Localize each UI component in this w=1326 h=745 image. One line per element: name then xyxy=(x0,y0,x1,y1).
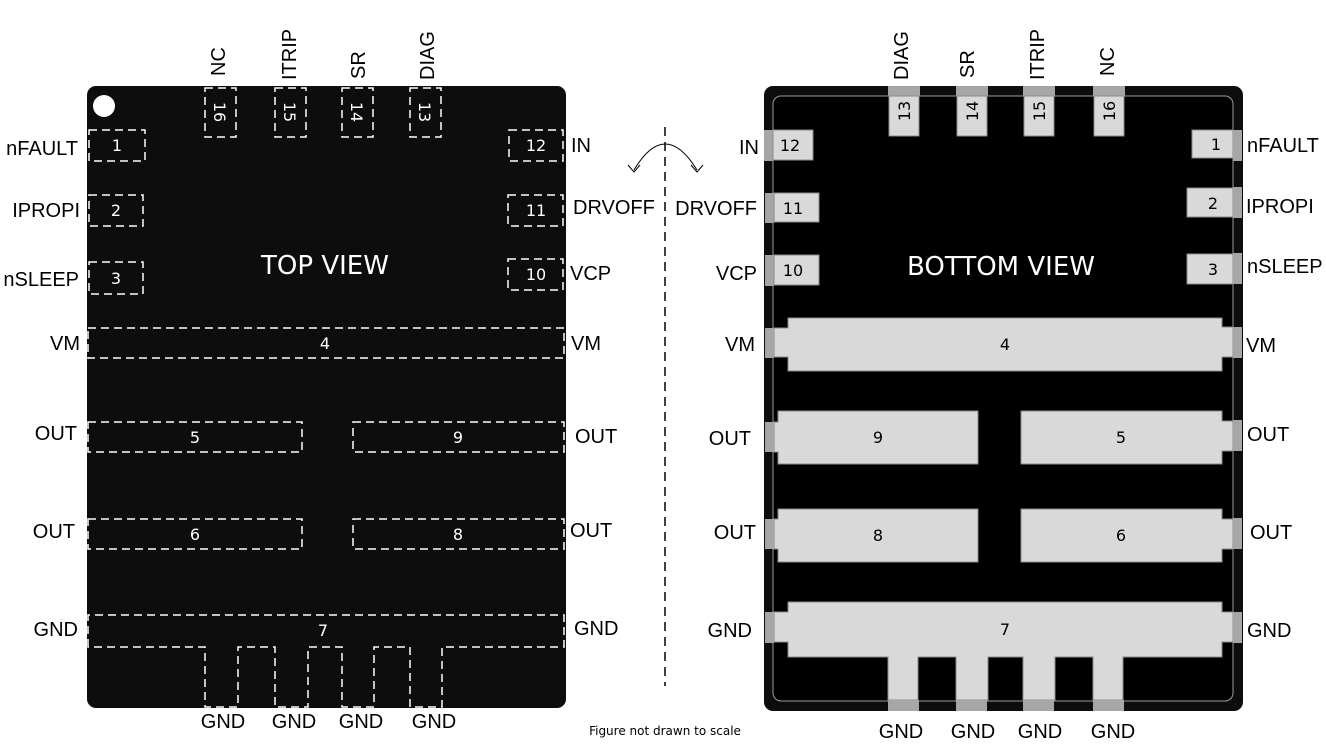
svg-text:VCP: VCP xyxy=(716,263,757,285)
svg-text:15: 15 xyxy=(280,102,299,122)
svg-text:4: 4 xyxy=(320,334,330,353)
svg-text:9: 9 xyxy=(873,428,883,447)
svg-text:DRVOFF: DRVOFF xyxy=(675,198,757,220)
svg-text:4: 4 xyxy=(1000,335,1010,354)
svg-text:nFAULT: nFAULT xyxy=(1247,135,1319,157)
svg-text:DIAG: DIAG xyxy=(891,31,913,80)
svg-text:8: 8 xyxy=(453,525,463,544)
svg-text:13: 13 xyxy=(415,102,434,122)
svg-text:GND: GND xyxy=(34,619,78,641)
svg-text:7: 7 xyxy=(318,621,328,640)
flip-axis xyxy=(627,127,704,686)
svg-text:3: 3 xyxy=(111,269,121,288)
svg-text:15: 15 xyxy=(1030,101,1049,121)
svg-text:2: 2 xyxy=(1208,194,1218,213)
svg-text:OUT: OUT xyxy=(709,428,751,450)
svg-text:GND: GND xyxy=(1091,721,1135,743)
svg-text:GND: GND xyxy=(574,618,618,640)
svg-text:5: 5 xyxy=(190,428,200,447)
svg-text:5: 5 xyxy=(1116,428,1126,447)
flip-arrow-icon xyxy=(633,143,698,171)
svg-text:GND: GND xyxy=(879,721,923,743)
svg-text:DIAG: DIAG xyxy=(417,31,439,80)
svg-text:VM: VM xyxy=(571,333,601,355)
svg-text:12: 12 xyxy=(780,136,800,155)
svg-text:OUT: OUT xyxy=(575,426,617,448)
top-view-labels: nFAULT IPROPI nSLEEP VM OUT OUT GND IN D… xyxy=(3,29,654,733)
svg-text:13: 13 xyxy=(895,101,914,121)
svg-text:GND: GND xyxy=(1247,620,1291,642)
svg-text:16: 16 xyxy=(210,102,229,122)
svg-text:7: 7 xyxy=(1000,620,1010,639)
svg-text:6: 6 xyxy=(1116,526,1126,545)
svg-text:GND: GND xyxy=(272,711,316,733)
top-view-pin-numbers: 1 2 3 4 5 6 7 12 11 10 9 8 16 15 14 13 xyxy=(111,102,546,640)
svg-text:OUT: OUT xyxy=(570,520,612,542)
svg-text:VM: VM xyxy=(50,333,80,355)
svg-text:8: 8 xyxy=(873,526,883,545)
svg-text:NC: NC xyxy=(1097,47,1119,76)
pin1-marker-icon xyxy=(93,95,115,117)
svg-text:3: 3 xyxy=(1208,260,1218,279)
svg-text:DRVOFF: DRVOFF xyxy=(573,197,655,219)
top-view-package xyxy=(87,86,566,708)
svg-text:GND: GND xyxy=(339,711,383,733)
svg-text:nSLEEP: nSLEEP xyxy=(3,269,79,291)
svg-text:VM: VM xyxy=(1246,335,1276,357)
svg-text:14: 14 xyxy=(963,101,982,121)
svg-text:12: 12 xyxy=(526,136,546,155)
svg-text:SR: SR xyxy=(348,51,370,79)
svg-text:16: 16 xyxy=(1100,101,1119,121)
svg-text:10: 10 xyxy=(783,261,803,280)
svg-text:IPROPI: IPROPI xyxy=(12,200,80,222)
svg-text:2: 2 xyxy=(111,201,121,220)
svg-text:IPROPI: IPROPI xyxy=(1246,196,1314,218)
top-view-title: TOP VIEW xyxy=(260,251,389,281)
bottom-view-labels: IN DRVOFF VCP VM OUT OUT GND nFAULT IPRO… xyxy=(675,29,1322,743)
svg-text:GND: GND xyxy=(412,711,456,733)
svg-text:ITRIP: ITRIP xyxy=(279,29,301,80)
svg-text:1: 1 xyxy=(112,136,122,155)
svg-text:11: 11 xyxy=(783,199,803,218)
svg-text:NC: NC xyxy=(208,47,230,76)
svg-text:14: 14 xyxy=(347,102,366,122)
svg-text:10: 10 xyxy=(526,265,546,284)
bottom-view-pin-numbers: 12 11 10 1 2 3 4 9 5 8 6 7 13 14 15 16 xyxy=(780,101,1221,639)
svg-text:OUT: OUT xyxy=(35,423,77,445)
svg-text:IN: IN xyxy=(739,137,759,159)
svg-text:SR: SR xyxy=(957,50,979,78)
svg-text:nSLEEP: nSLEEP xyxy=(1247,256,1323,278)
svg-text:1: 1 xyxy=(1211,135,1221,154)
scale-note: Figure not drawn to scale xyxy=(589,724,741,738)
svg-text:11: 11 xyxy=(526,201,546,220)
svg-text:9: 9 xyxy=(453,428,463,447)
bottom-view-package xyxy=(764,86,1243,711)
svg-text:GND: GND xyxy=(201,711,245,733)
svg-text:GND: GND xyxy=(951,721,995,743)
svg-text:OUT: OUT xyxy=(33,521,75,543)
svg-text:VM: VM xyxy=(725,334,755,356)
bottom-view-title: BOTTOM VIEW xyxy=(907,252,1095,282)
svg-text:6: 6 xyxy=(190,525,200,544)
svg-text:OUT: OUT xyxy=(1247,424,1289,446)
svg-text:OUT: OUT xyxy=(714,522,756,544)
svg-text:GND: GND xyxy=(708,620,752,642)
svg-text:ITRIP: ITRIP xyxy=(1027,29,1049,80)
svg-text:GND: GND xyxy=(1018,721,1062,743)
svg-text:VCP: VCP xyxy=(570,263,611,285)
svg-text:OUT: OUT xyxy=(1250,522,1292,544)
svg-text:nFAULT: nFAULT xyxy=(6,138,78,160)
svg-text:IN: IN xyxy=(571,135,591,157)
